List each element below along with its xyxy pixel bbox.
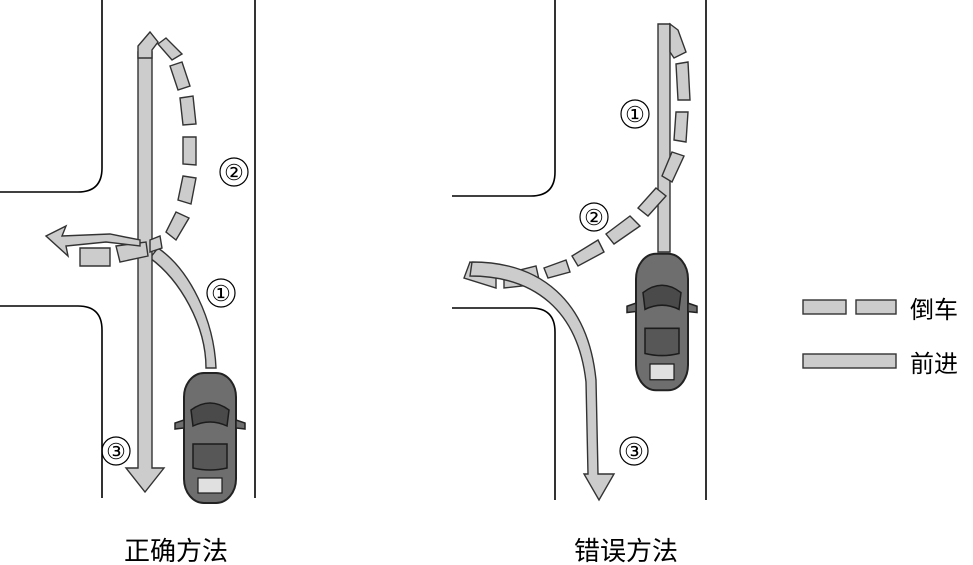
- step-labels-wrong: [579, 99, 650, 466]
- panel-correct: ② ① ③ 正确方法: [0, 0, 256, 565]
- reverse-path-2: [156, 37, 197, 242]
- forward-path-3-top-tip: [137, 30, 159, 59]
- step-2-label-wrong: ②: [584, 206, 604, 231]
- caption-wrong: 错误方法: [574, 537, 678, 565]
- forward-path-1: [148, 247, 217, 369]
- step-labels-correct: [101, 157, 249, 466]
- caption-correct: 正确方法: [124, 537, 228, 565]
- step-1-label-wrong: ①: [625, 103, 645, 128]
- forward-path-3-wrong: [469, 261, 616, 502]
- step-3-label-correct: ③: [106, 440, 126, 465]
- car-correct: [174, 372, 246, 504]
- legend: 倒车 前进: [802, 296, 958, 378]
- step-1-label-correct: ①: [211, 282, 231, 307]
- step-2-label-correct: ②: [224, 161, 244, 186]
- forward-path-1-wrong-tip: [669, 22, 687, 59]
- step-3-label-wrong: ③: [624, 440, 644, 465]
- forward-path-3: [124, 51, 166, 494]
- road-edges-left: [0, 0, 256, 498]
- car-wrong: [625, 252, 699, 392]
- legend-forward-swatch: [802, 353, 897, 369]
- legend-reverse-label: 倒车: [910, 296, 958, 324]
- reverse-path-side-loop: [44, 224, 163, 267]
- legend-reverse-swatch: [802, 299, 897, 315]
- road-edges-right: [452, 0, 707, 500]
- forward-path-1-wrong: [657, 23, 671, 253]
- legend-forward-label: 前进: [910, 350, 958, 378]
- panel-wrong: ① ② ③ 错误方法: [452, 0, 707, 565]
